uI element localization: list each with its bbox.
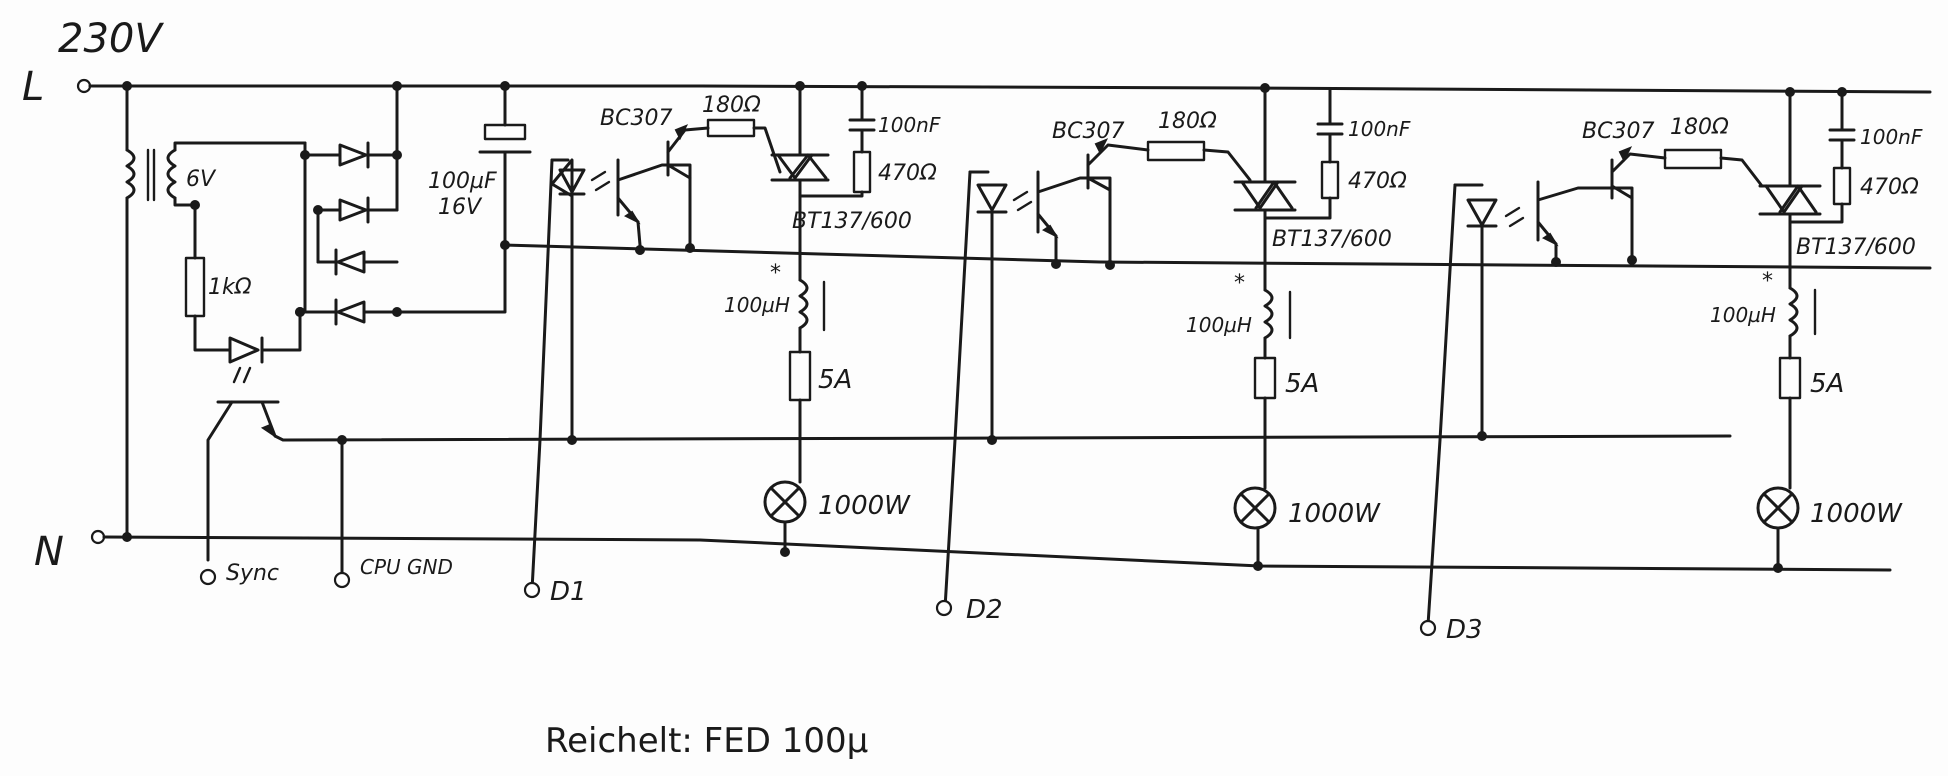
ch3-fuse bbox=[1778, 356, 1802, 400]
bridge-rectifier bbox=[295, 81, 402, 326]
rails: 230V L N bbox=[22, 16, 1932, 575]
transformer-core bbox=[146, 148, 156, 202]
sync-terminal[interactable] bbox=[199, 568, 217, 586]
supply-voltage-label: 230V bbox=[58, 16, 164, 62]
ch2-triac-label: BT137/600 bbox=[1272, 227, 1392, 252]
sync-opto-led bbox=[228, 307, 305, 384]
ch2-choke bbox=[1263, 288, 1274, 340]
d1-label: D1 bbox=[550, 577, 587, 607]
resistor-1k-label: 1kΩ bbox=[208, 275, 252, 300]
filter-cap-line1: 100µF bbox=[428, 169, 497, 194]
ch3-transistor-label: BC307 bbox=[1582, 119, 1654, 144]
ch2-lamp-label: 1000W bbox=[1288, 499, 1381, 529]
line-label: L bbox=[22, 64, 44, 110]
ch2-triac bbox=[1233, 180, 1297, 212]
ch3-fuse-label: 5A bbox=[1810, 369, 1844, 399]
ch2-fuse-label: 5A bbox=[1285, 369, 1319, 399]
ch3-lamp bbox=[1756, 486, 1800, 530]
ch1-triac bbox=[770, 153, 830, 182]
ch1-gate-resistor-label: 180Ω bbox=[702, 93, 761, 118]
sync-label: Sync bbox=[226, 561, 279, 586]
d1-terminal[interactable] bbox=[523, 581, 541, 599]
d3-terminal[interactable] bbox=[1419, 619, 1437, 637]
ch3-lamp-label: 1000W bbox=[1810, 499, 1903, 529]
ch1-choke-marker: * bbox=[770, 261, 781, 286]
resistor-1k bbox=[184, 256, 206, 318]
power-supply-section: 6V bbox=[122, 81, 1932, 589]
ch1-choke bbox=[798, 278, 809, 330]
ch2-transistor-label: BC307 bbox=[1052, 119, 1124, 144]
transformer-secondary bbox=[166, 148, 177, 200]
ch3-snubber-res-label: 470Ω bbox=[1860, 175, 1919, 200]
ch2-snubber-cap-label: 100nF bbox=[1348, 117, 1411, 141]
ch3-snubber-cap-label: 100nF bbox=[1860, 125, 1923, 149]
dc-positive-rail bbox=[503, 243, 1932, 270]
line-rail bbox=[88, 84, 1932, 94]
ch1-fuse-label: 5A bbox=[818, 365, 852, 395]
dimmer-channel-1: D1 BC307 180Ω BT137/600 100nF 470Ω bbox=[523, 81, 941, 607]
ch3-triac-label: BT137/600 bbox=[1796, 235, 1916, 260]
line-terminal[interactable] bbox=[76, 78, 92, 94]
filter-cap-line2: 16V bbox=[438, 195, 483, 220]
neutral-terminal[interactable] bbox=[90, 529, 106, 545]
dimmer-channel-3: D3 BC307 180Ω BT137/600 100nF 470Ω * 100… bbox=[1419, 87, 1923, 645]
filter-capacitor-label: 100µF 16V bbox=[428, 169, 504, 220]
ch2-gate-resistor-label: 180Ω bbox=[1158, 109, 1217, 134]
ch2-choke-marker: * bbox=[1234, 271, 1245, 296]
parts-footnote: Reichelt: FED 100µ bbox=[545, 721, 868, 761]
cpu-gnd-label: CPU GND bbox=[360, 555, 453, 579]
dimmer-channel-2: D2 BC307 180Ω BT137/600 100nF 470Ω * 100… bbox=[935, 83, 1411, 625]
ch3-choke-marker: * bbox=[1762, 269, 1773, 294]
neutral-rail bbox=[102, 535, 1892, 572]
d3-label: D3 bbox=[1446, 615, 1483, 645]
filter-capacitor: 100µF 16V bbox=[395, 81, 532, 314]
transformer-secondary-label: 6V bbox=[186, 167, 217, 192]
ch1-choke-label: 100µH bbox=[724, 293, 790, 317]
transformer-primary bbox=[125, 148, 136, 200]
ch1-lamp-label: 1000W bbox=[818, 491, 911, 521]
ch3-gate-resistor-label: 180Ω bbox=[1670, 115, 1729, 140]
ch2-lamp bbox=[1233, 486, 1277, 530]
neutral-label: N bbox=[34, 529, 64, 575]
sync-phototransistor bbox=[206, 400, 1732, 562]
ch3-choke bbox=[1788, 286, 1799, 338]
ch1-lamp bbox=[763, 480, 807, 524]
ch1-transistor-label: BC307 bbox=[600, 106, 672, 131]
ch1-snubber-cap-label: 100nF bbox=[878, 113, 941, 137]
ch2-snubber-res-label: 470Ω bbox=[1348, 169, 1407, 194]
cpu-gnd-terminal[interactable] bbox=[333, 571, 351, 589]
d2-terminal[interactable] bbox=[935, 599, 953, 617]
ch3-triac bbox=[1758, 184, 1822, 216]
ch3-choke-label: 100µH bbox=[1710, 303, 1776, 327]
d2-label: D2 bbox=[966, 595, 1003, 625]
ch2-fuse bbox=[1253, 356, 1277, 400]
ch2-choke-label: 100µH bbox=[1186, 313, 1252, 337]
ch1-snubber-res-label: 470Ω bbox=[878, 161, 937, 186]
ch1-triac-label: BT137/600 bbox=[792, 209, 912, 234]
ch1-fuse bbox=[788, 350, 812, 402]
